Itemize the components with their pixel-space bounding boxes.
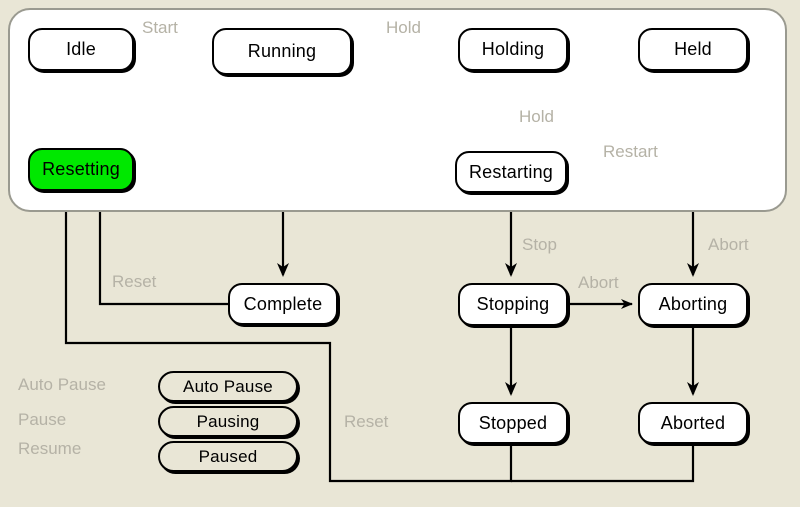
- legend-pill-pausing[interactable]: Pausing: [158, 406, 298, 437]
- state-label: Aborting: [658, 294, 728, 314]
- state-label: Held: [674, 39, 712, 59]
- edge-label-reset-stopped: Reset: [344, 412, 389, 431]
- state-label: Running: [247, 41, 317, 61]
- legend-trigger-pause: Pause: [18, 410, 67, 429]
- state-label: Idle: [66, 39, 96, 59]
- state-label: Restarting: [468, 161, 554, 182]
- state-label: Resetting: [42, 159, 120, 179]
- edge-label-hold-restarting-holding: Hold: [519, 107, 554, 126]
- edge-label-hold-running-holding: Hold: [386, 18, 421, 37]
- edge-label-abort-stopping: Abort: [578, 273, 619, 292]
- state-label: Stopping: [476, 294, 550, 314]
- legend-pill-paused[interactable]: Paused: [158, 441, 298, 472]
- edge-aborted-to-resetting: [511, 444, 695, 483]
- legend-pill-label: Auto Pause: [183, 376, 273, 396]
- legend-trigger-resume: Resume: [18, 439, 82, 458]
- legend-pill-label: Paused: [198, 446, 258, 466]
- edge-label-start: Start: [142, 18, 178, 37]
- state-node-held[interactable]: Held: [638, 28, 748, 71]
- edge-label-reset-complete: Reset: [112, 272, 157, 291]
- state-node-aborting[interactable]: Aborting: [638, 283, 748, 326]
- edge-complete-to-resetting: [94, 199, 228, 306]
- legend-pill-auto-pause[interactable]: Auto Pause: [158, 371, 298, 402]
- edge-stopped-to-resetting: [60, 199, 513, 483]
- state-label: Stopped: [478, 412, 548, 433]
- state-node-aborted[interactable]: Aborted: [638, 402, 748, 444]
- state-node-restarting[interactable]: Restarting: [455, 151, 567, 193]
- legend-pill-label: Pausing: [196, 411, 260, 431]
- state-label: Aborted: [660, 412, 726, 433]
- state-node-running[interactable]: Running: [212, 28, 352, 75]
- state-label: Complete: [243, 293, 323, 314]
- state-label: Holding: [481, 39, 545, 59]
- edge-label-stop: Stop: [522, 235, 557, 254]
- state-node-complete[interactable]: Complete: [228, 283, 338, 325]
- state-node-stopping[interactable]: Stopping: [458, 283, 568, 326]
- state-node-idle[interactable]: Idle: [28, 28, 134, 71]
- state-node-resetting[interactable]: Resetting: [28, 148, 134, 191]
- edge-label-abort-execute: Abort: [708, 235, 749, 254]
- edge-label-restart: Restart: [603, 142, 658, 161]
- legend-trigger-auto-pause: Auto Pause: [18, 375, 106, 394]
- state-node-stopped[interactable]: Stopped: [458, 402, 568, 444]
- state-node-holding[interactable]: Holding: [458, 28, 568, 71]
